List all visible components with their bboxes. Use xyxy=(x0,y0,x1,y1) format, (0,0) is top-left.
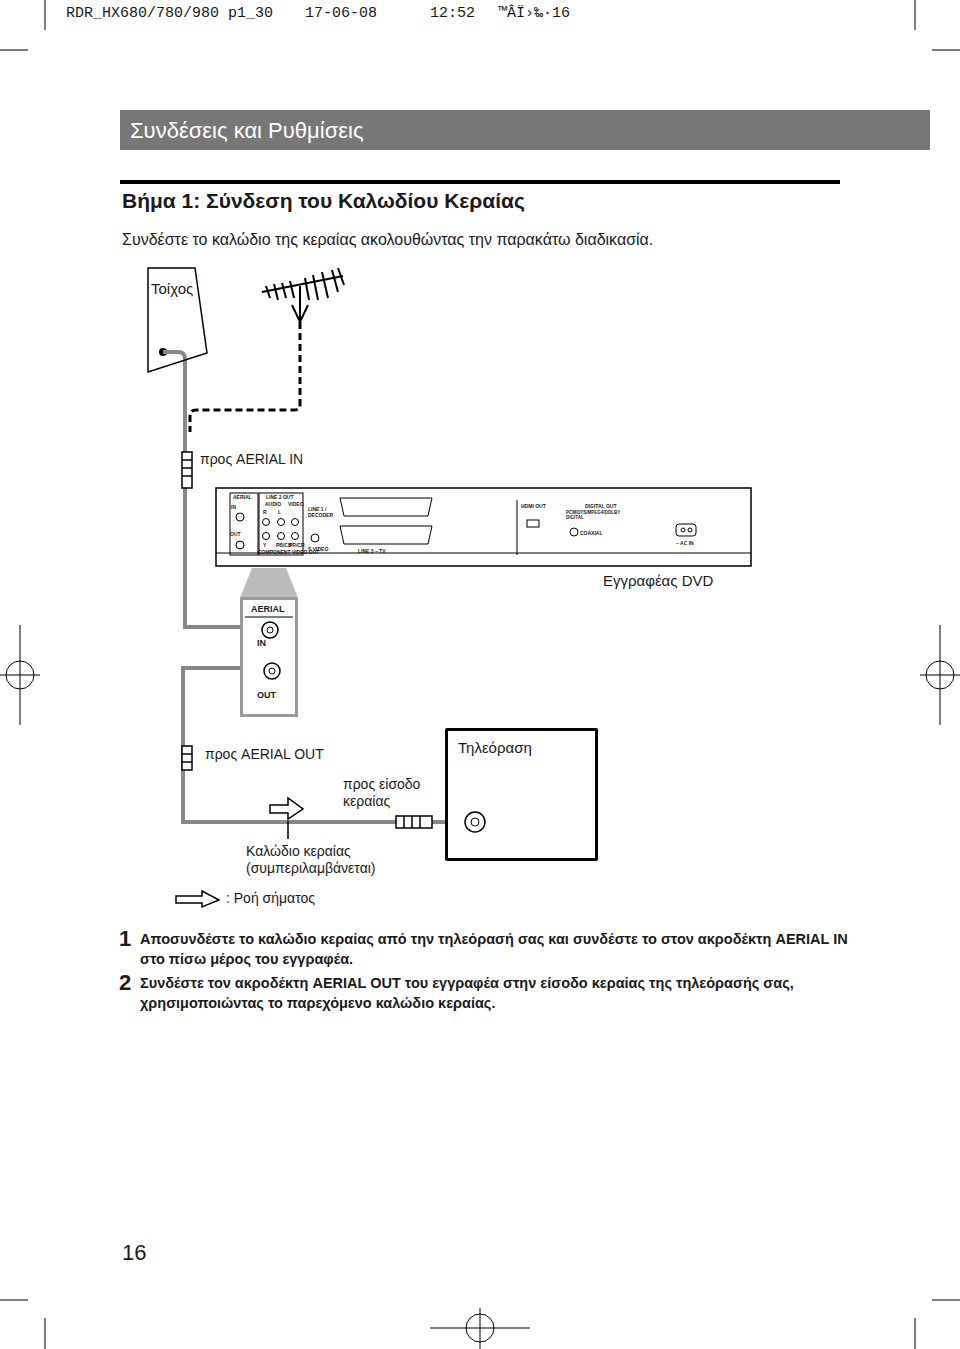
antenna-cable xyxy=(183,668,445,822)
panel-label: COAXIAL xyxy=(580,530,603,536)
callout-label: προς είσοδο κεραίας xyxy=(343,776,443,810)
aerial-zoom: AERIAL IN OUT xyxy=(240,597,298,717)
television: Τηλεόραση xyxy=(445,728,598,861)
node-label: Τηλεόραση xyxy=(458,739,532,757)
wall: Τοίχος xyxy=(145,265,210,375)
section-heading: Συνδέσεις και Ρυθμίσεις xyxy=(130,118,364,144)
step-number: 2 xyxy=(119,970,131,996)
page-number: 16 xyxy=(122,1240,146,1266)
node-label: Εγγραφέας DVD xyxy=(603,572,713,590)
dvd-recorder: Εγγραφέας DVD xyxy=(215,487,752,592)
panel-label: DIGITAL OUT xyxy=(585,503,616,509)
callout-label: προς AERIAL OUT xyxy=(205,746,324,763)
panel-label: L xyxy=(278,509,281,515)
callout-label: Καλώδιο κεραίας (συμπεριλαμβάνεται) xyxy=(246,843,421,877)
panel-label: HDMI OUT xyxy=(521,503,546,509)
panel-label: PR/CR xyxy=(289,542,305,548)
aerial-zoom-outline xyxy=(243,600,301,720)
panel-label: VIDEO xyxy=(288,501,304,507)
panel-label: R xyxy=(263,509,267,515)
page-title: Βήμα 1: Σύνδεση του Καλωδίου Κεραίας xyxy=(122,188,525,213)
zoom-wedge xyxy=(240,568,298,598)
panel-label: AUDIO xyxy=(265,501,281,507)
connector-label: προς AERIAL IN xyxy=(200,451,303,468)
panel-label: S VIDEO xyxy=(308,546,328,552)
node-label: OUT xyxy=(257,690,276,701)
crop-header: ™ÂÏ›‰·16 xyxy=(498,5,570,23)
plugs xyxy=(182,452,432,828)
legend-entry: : Ροή σήματος xyxy=(174,888,315,909)
panel-label: ~ AC IN xyxy=(676,540,694,546)
panel-label: PCM/DTS/MPEG4/DOLBY DIGITAL xyxy=(566,510,608,521)
step-text: Αποσυνδέστε το καλώδιο κεραίας από την τ… xyxy=(140,930,875,969)
legend-text: : Ροή σήματος xyxy=(226,890,315,906)
antenna xyxy=(262,268,344,322)
panel-label: LINE 2 OUT xyxy=(266,494,294,500)
crop-header: 17-06-08 xyxy=(305,5,377,23)
node-label: IN xyxy=(257,638,266,649)
panel-label: LINE 1 / DECODER xyxy=(308,506,338,518)
crop-header: RDR_HX680/780/980 p1_30 xyxy=(66,5,273,23)
dashed-antenna-lead xyxy=(190,322,300,432)
panel-label: IN xyxy=(231,504,236,510)
node-label: Τοίχος xyxy=(151,280,193,298)
panel-label: AERIAL xyxy=(233,494,252,500)
step-text: Συνδέστε τον ακροδέκτη AERIAL OUT του εγ… xyxy=(140,974,875,1013)
wall-outlet xyxy=(159,348,185,378)
panel-label: OUT xyxy=(230,531,241,537)
section-band: Συνδέσεις και Ρυθμίσεις xyxy=(120,110,930,150)
rear-panel xyxy=(230,493,696,555)
intro-text: Συνδέστε το καλώδιο της κεραίας ακολουθώ… xyxy=(122,230,653,249)
leader-line xyxy=(287,821,289,839)
legend-swatch xyxy=(174,889,222,909)
title-rule xyxy=(120,180,840,184)
step-number: 1 xyxy=(119,926,131,952)
panel-label: Y xyxy=(263,542,266,548)
node-label: AERIAL xyxy=(251,604,285,615)
signal-arrow xyxy=(270,798,303,819)
crop-header: 12:52 xyxy=(430,5,475,23)
antenna-cable xyxy=(185,375,240,627)
